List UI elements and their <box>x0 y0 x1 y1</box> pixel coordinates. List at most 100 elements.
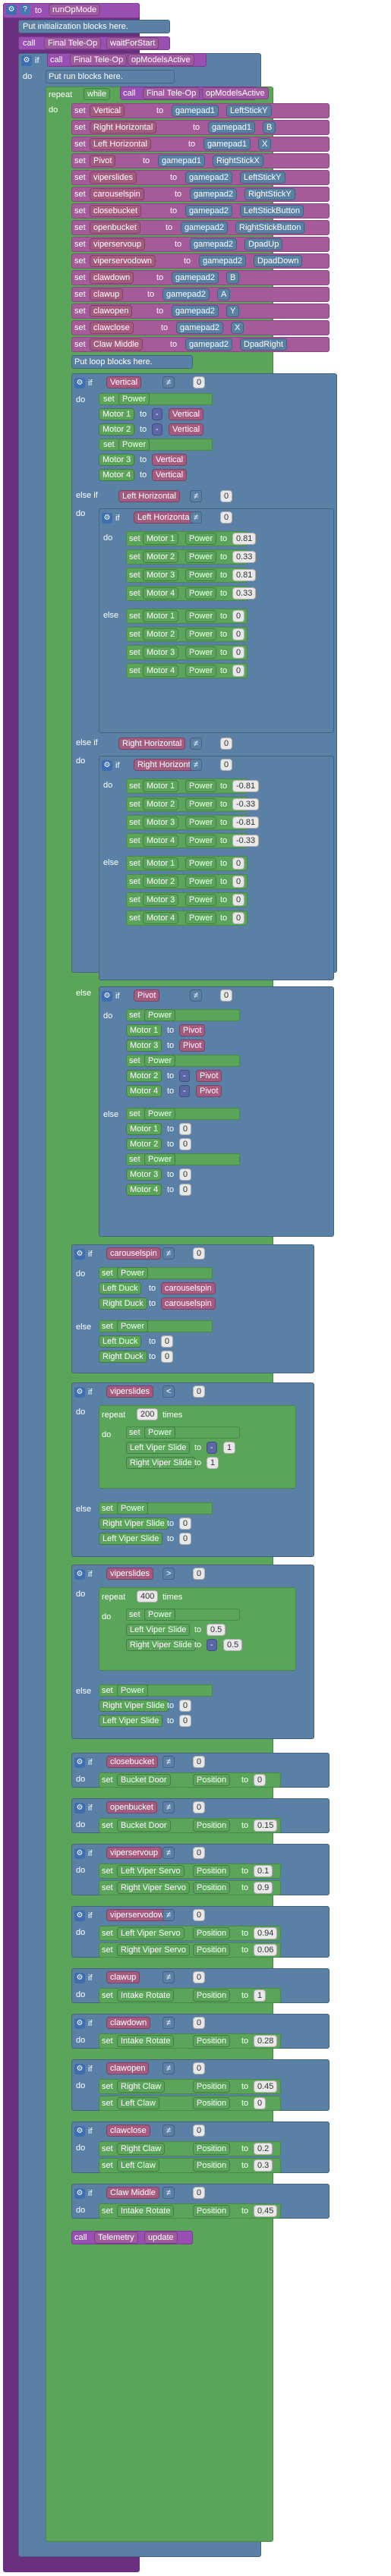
property-dropdown[interactable]: Position <box>193 2143 231 2155</box>
value-chip[interactable]: Pivot <box>179 1024 206 1036</box>
number-chip[interactable]: 0 <box>193 2017 206 2029</box>
number-chip[interactable]: -0.81 <box>232 816 260 829</box>
number-chip[interactable]: 0.33 <box>232 551 257 563</box>
value-chip[interactable]: 0 <box>161 1335 174 1348</box>
gamepad-dropdown[interactable]: gamepad1 <box>172 105 219 117</box>
value-chip[interactable]: Vertical <box>169 408 204 420</box>
property-dropdown[interactable]: Position <box>193 1927 231 1939</box>
var-dropdown[interactable]: clawclose <box>90 322 134 334</box>
number-chip[interactable]: -0.81 <box>232 780 260 792</box>
var-dropdown[interactable]: viperservoup <box>90 238 145 250</box>
number-chip[interactable]: 0 <box>193 2062 206 2074</box>
value-chip[interactable]: Right Viper Slide <box>126 1457 196 1469</box>
value-chip[interactable]: 0.45 <box>254 2081 278 2093</box>
var-chip[interactable]: clawdown <box>106 2017 151 2029</box>
property-dropdown[interactable]: Power <box>185 610 217 622</box>
value-chip[interactable]: opModelsActive <box>202 87 269 99</box>
block[interactable] <box>126 1055 240 1067</box>
var-chip[interactable]: viperservodown <box>106 1909 173 1921</box>
motor-dropdown[interactable]: Motor 2 <box>143 798 179 810</box>
motor-dropdown[interactable]: Motor 4 <box>143 587 179 599</box>
var-dropdown[interactable]: clawopen <box>90 305 133 317</box>
value-chip[interactable]: - <box>152 408 162 420</box>
value-chip[interactable]: Power <box>117 1267 149 1279</box>
op-dropdown[interactable]: ≠ <box>162 2062 175 2074</box>
gear-icon[interactable]: ⚙ <box>74 1848 85 1859</box>
value-chip[interactable]: 0 <box>179 1184 192 1196</box>
property-dropdown[interactable]: Position <box>193 2097 231 2109</box>
value-chip[interactable]: ≠ <box>190 490 203 502</box>
value-chip[interactable]: 0.9 <box>254 1882 273 1894</box>
var-dropdown[interactable]: Left Horizontal <box>90 138 151 150</box>
gear-icon[interactable]: ⚙ <box>6 5 17 15</box>
loop-comment[interactable] <box>71 355 193 369</box>
block[interactable] <box>126 1009 240 1021</box>
var-chip[interactable]: Vertical <box>106 376 142 388</box>
gear-icon[interactable]: ⚙ <box>74 2188 85 2199</box>
value-chip[interactable]: Left Duck <box>99 1335 142 1348</box>
var-chip[interactable]: Pivot <box>134 989 160 1002</box>
gamepad-dropdown[interactable]: gamepad1 <box>208 121 255 134</box>
var-chip[interactable]: openbucket <box>106 1801 157 1813</box>
value-chip[interactable]: Motor 4 <box>99 469 135 481</box>
value-chip[interactable]: Left Horizontal <box>118 490 180 502</box>
gear-icon[interactable]: ⚙ <box>102 513 112 524</box>
gear-icon[interactable]: ⚙ <box>74 1911 85 1921</box>
property-dropdown[interactable]: Power <box>185 587 217 599</box>
value-chip[interactable]: Power <box>118 393 150 405</box>
value-chip[interactable]: 0.2 <box>254 2143 273 2155</box>
value-chip[interactable]: Vertical <box>152 469 188 481</box>
value-chip[interactable]: Motor 4 <box>126 1184 162 1196</box>
property-dropdown[interactable]: Position <box>193 1882 231 1894</box>
property-dropdown[interactable]: Position <box>193 1865 231 1877</box>
value-chip[interactable]: - <box>152 423 162 436</box>
value-chip[interactable]: Final Tele-Op <box>143 87 200 99</box>
field-dropdown[interactable]: DpadUp <box>244 238 283 250</box>
value-chip[interactable]: 0 <box>220 738 233 750</box>
value-chip[interactable]: update <box>144 2232 178 2244</box>
gear-icon[interactable]: ⚙ <box>74 1973 85 1983</box>
value-chip[interactable]: Power <box>144 1108 176 1120</box>
gamepad-dropdown[interactable]: gamepad2 <box>190 188 237 200</box>
var-dropdown[interactable]: clawdown <box>90 272 134 284</box>
number-chip[interactable]: 0 <box>232 894 245 906</box>
property-dropdown[interactable]: Power <box>185 665 217 677</box>
property-dropdown[interactable]: Position <box>193 1820 231 1832</box>
value-chip[interactable]: 0 <box>179 1700 192 1712</box>
value-chip[interactable]: 0 <box>179 1123 192 1135</box>
field-dropdown[interactable]: LeftStickY <box>240 171 285 184</box>
property-dropdown[interactable]: Power <box>185 876 217 888</box>
number-chip[interactable]: 0 <box>232 646 245 659</box>
value-chip[interactable]: Final Tele-Op <box>70 54 128 66</box>
number-chip[interactable]: 0 <box>193 1847 206 1859</box>
op-dropdown[interactable]: ≠ <box>162 1847 175 1859</box>
number-chip[interactable]: 0 <box>232 628 245 640</box>
value-chip[interactable]: 1 <box>254 1989 266 2002</box>
field-dropdown[interactable]: Y <box>226 305 240 317</box>
property-dropdown[interactable]: Power <box>185 894 217 906</box>
while-dropdown[interactable]: while <box>84 88 111 100</box>
gamepad-dropdown[interactable]: gamepad2 <box>172 305 219 317</box>
var-dropdown[interactable]: Claw Middle <box>90 338 143 351</box>
value-chip[interactable]: Right Duck <box>99 1351 147 1363</box>
value-chip[interactable]: 0.06 <box>254 1944 278 1956</box>
servo-dropdown[interactable]: Right Claw <box>117 2143 166 2155</box>
var-dropdown[interactable]: Right Horizontal <box>90 121 157 134</box>
servo-dropdown[interactable]: Intake Rotate <box>117 1989 175 2002</box>
value-chip[interactable]: 0 <box>179 1168 192 1181</box>
value-chip[interactable]: 0.45 <box>254 2205 278 2217</box>
value-chip[interactable]: 0.15 <box>254 1820 278 1832</box>
value-chip[interactable]: ≠ <box>190 738 203 750</box>
gamepad-dropdown[interactable]: gamepad2 <box>176 322 223 334</box>
block[interactable] <box>99 1267 213 1279</box>
number-chip[interactable]: 0 <box>232 610 245 622</box>
value-chip[interactable]: Right Horizontal <box>118 738 186 750</box>
value-chip[interactable]: Motor 1 <box>126 1024 162 1036</box>
property-dropdown[interactable]: Power <box>185 912 217 924</box>
value-chip[interactable]: Right Duck <box>99 1297 147 1310</box>
field-dropdown[interactable]: DpadRight <box>240 338 287 351</box>
run-comment[interactable] <box>46 70 175 83</box>
value-chip[interactable]: Vertical <box>169 423 204 436</box>
number-chip[interactable]: 0 <box>220 989 233 1002</box>
init-comment[interactable] <box>18 20 170 33</box>
